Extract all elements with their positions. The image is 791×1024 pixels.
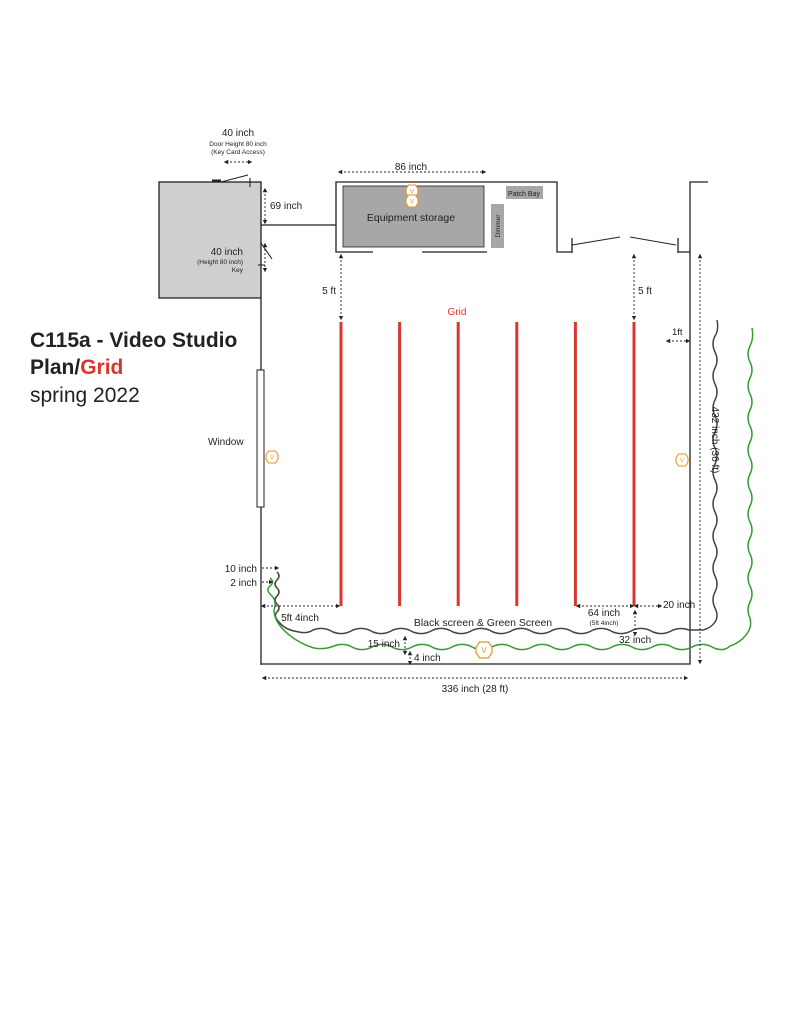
left-offset-label: 5ft 4inch — [281, 613, 319, 624]
svg-text:V: V — [270, 456, 274, 462]
control-room — [158, 181, 262, 299]
right-offset-label: 64 inch — [588, 608, 620, 619]
window-label: Window — [208, 437, 244, 448]
patch-bay — [506, 186, 543, 199]
gap-right-label: 5 ft — [638, 286, 652, 297]
plan-title: C115a - Video Studio — [30, 329, 238, 352]
plan-subtitle-grid: Grid — [80, 356, 124, 379]
door-height-label: Door Height 80 inch — [209, 141, 267, 148]
screens-label: Black screen & Green Screen — [414, 617, 552, 629]
studio-outer-wall — [261, 252, 691, 665]
plan-date: spring 2022 — [30, 384, 140, 407]
dimmer-label: Dimmer — [495, 214, 502, 238]
width-total-label: 336 inch (28 ft) — [442, 684, 509, 695]
one-ft-label: 1ft — [672, 327, 683, 338]
main-door-leaf — [220, 174, 249, 183]
plan-subtitle-prefix: Plan/ — [30, 356, 81, 379]
outlet-icon: V — [475, 641, 493, 659]
svg-text:V: V — [410, 190, 414, 196]
black-screen-curtain — [274, 319, 719, 635]
door-offset-label: 69 inch — [270, 201, 302, 212]
right-door-leaf-2 — [629, 236, 677, 246]
outlet-icon: V — [265, 450, 279, 464]
right-door-leaf-1 — [571, 236, 621, 246]
side-door-leaf — [260, 242, 273, 260]
twenty-inch-label: 20 inch — [663, 600, 695, 611]
dimmer — [491, 204, 504, 248]
gap-left-label: 5 ft — [322, 286, 336, 297]
patch-bay-label: Patch Bay — [508, 191, 540, 198]
side-door-height-label: (Height 80 inch) — [197, 259, 243, 266]
svg-text:V: V — [680, 459, 684, 465]
thirty-two-inch-label: 32 inch — [619, 635, 651, 646]
storage-width-label: 86 inch — [395, 162, 427, 173]
svg-text:V: V — [410, 200, 414, 206]
side-door-width-label: 40 inch — [211, 247, 243, 258]
two-inch-label: 2 inch — [230, 578, 257, 589]
right-offset-ft-label: (5ft 4inch) — [590, 620, 619, 627]
key-label: Key — [232, 267, 244, 274]
storage-wall — [261, 181, 542, 226]
key-card-label: (Key Card Access) — [211, 149, 265, 156]
green-screen-curtain — [267, 327, 754, 651]
plan-subtitle: Plan/Grid — [30, 356, 123, 380]
window — [256, 369, 265, 508]
grid-label: Grid — [448, 307, 467, 318]
door-width-label: 40 inch — [222, 128, 254, 139]
four-inch-label: 4 inch — [414, 653, 441, 664]
grid-pipes — [339, 322, 636, 606]
height-total-label: 432 inch (36 ft) — [709, 407, 720, 474]
equipment-storage-label: Equipment storage — [367, 212, 455, 224]
fifteen-inch-label: 15 inch — [368, 639, 400, 650]
outlet-icon: V — [675, 453, 689, 467]
svg-text:V: V — [481, 646, 487, 655]
ten-inch-label: 10 inch — [225, 564, 257, 575]
outlet-icon: V — [405, 194, 419, 208]
